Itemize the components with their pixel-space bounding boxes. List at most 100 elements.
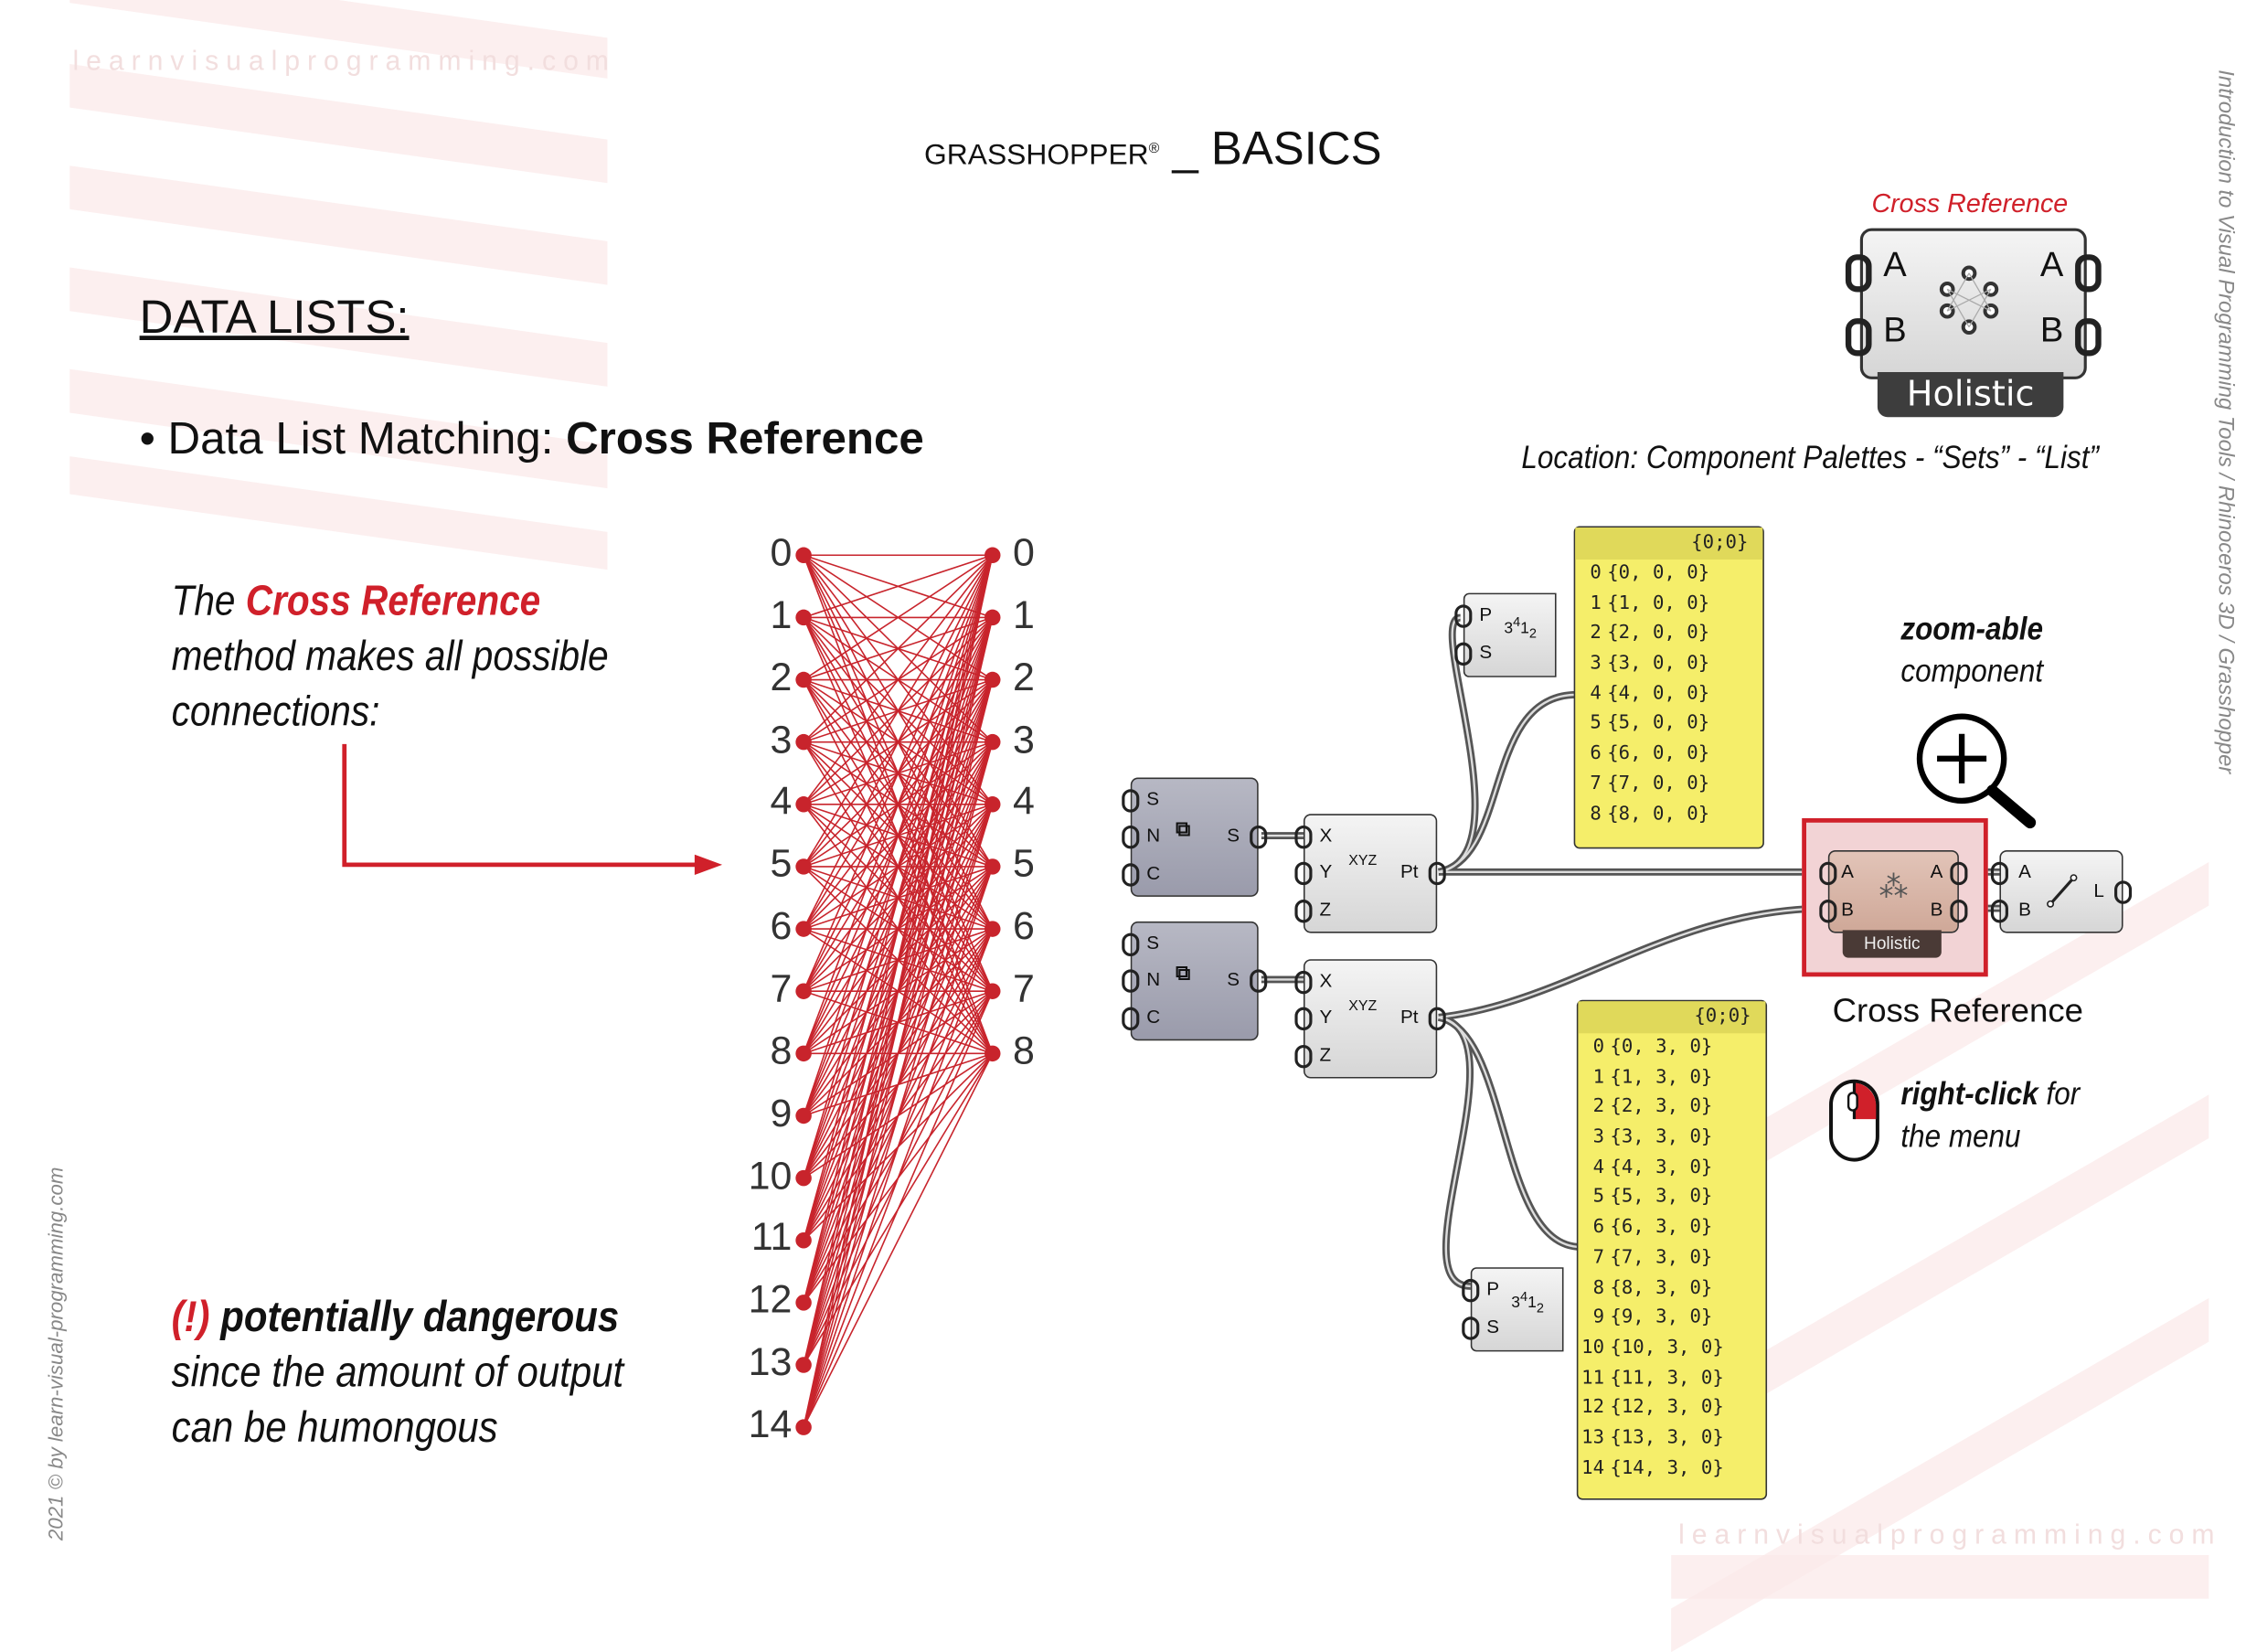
param-label: C: [1146, 1006, 1161, 1028]
panel-row: 6{6, 3, 0}: [1592, 1216, 1713, 1239]
connection-line: [803, 617, 994, 1428]
list-a-index: 8: [770, 1029, 793, 1072]
panel-row: 5{5, 3, 0}: [1592, 1186, 1713, 1209]
list-a-index: 3: [770, 717, 793, 762]
panel-row: 12{12, 3, 0}: [1581, 1397, 1724, 1419]
param-label: L: [2093, 879, 2104, 901]
panel-row: 9{9, 3, 0}: [1592, 1306, 1713, 1329]
list-a-index: 6: [770, 904, 793, 948]
panel-row: 3{3, 0, 0}: [1590, 652, 1710, 675]
input-grip[interactable]: [1990, 861, 2008, 886]
warning-note: (!) potentially dangerous since the amou…: [171, 1293, 624, 1453]
cross-reference-icon: [1939, 265, 1999, 336]
connection-line: [803, 554, 994, 619]
input-grip[interactable]: [1122, 1007, 1140, 1031]
output-grip[interactable]: [1950, 861, 1968, 886]
panel-path: {0;0}: [1575, 528, 1763, 560]
param-label: B: [2018, 898, 2031, 921]
input-grip-a[interactable]: [1845, 254, 1872, 293]
input-grip[interactable]: [1294, 825, 1313, 849]
input-grip[interactable]: [1122, 789, 1140, 813]
node-a: [795, 547, 812, 564]
input-grip[interactable]: [1462, 1278, 1480, 1303]
input-grip[interactable]: [1454, 604, 1473, 628]
output-grip[interactable]: [1428, 861, 1446, 886]
param-label: N: [1146, 967, 1161, 990]
input-grip[interactable]: [1294, 1044, 1313, 1069]
xyz-icon: XYZ: [1348, 998, 1378, 1015]
input-grip[interactable]: [1122, 825, 1140, 849]
output-grip-a[interactable]: [2075, 254, 2102, 293]
output-grip[interactable]: [1950, 900, 1968, 923]
output-grip[interactable]: [1250, 825, 1268, 849]
input-grip[interactable]: [1294, 900, 1313, 923]
input-grip[interactable]: [1122, 969, 1140, 993]
panel-row: 5{5, 0, 0}: [1590, 712, 1710, 735]
output-grip[interactable]: [2114, 880, 2133, 904]
node-a: [795, 796, 812, 813]
param-label: S: [1227, 967, 1240, 990]
connection-line: [803, 679, 994, 1428]
zoom-in-icon[interactable]: [1910, 709, 2041, 833]
list-a-index: 12: [748, 1277, 793, 1322]
panel-row: 6{6, 0, 0}: [1590, 742, 1710, 765]
panel-row: 7{7, 3, 0}: [1592, 1246, 1713, 1269]
cross-reference-icon: ⁂: [1879, 871, 1909, 904]
connection-line: [803, 554, 994, 868]
input-grip[interactable]: [1294, 970, 1313, 995]
node-a: [795, 1295, 812, 1311]
mode-label: Holistic: [1877, 371, 2064, 418]
list-a-index: 1: [770, 592, 793, 637]
cross-reference-component[interactable]: A B A B: [1845, 228, 2102, 379]
panel-row: 8{8, 3, 0}: [1592, 1276, 1713, 1299]
input-b: B: [1883, 311, 1907, 351]
input-grip[interactable]: [1819, 900, 1837, 923]
panel-row: 0{0, 0, 0}: [1590, 562, 1710, 585]
output-b: B: [2039, 311, 2064, 351]
input-grip[interactable]: [1122, 863, 1140, 887]
list-a-index: 4: [770, 779, 793, 824]
input-grip-b[interactable]: [1845, 318, 1872, 357]
arrow: [342, 743, 723, 875]
list-a-index: 0: [770, 530, 793, 574]
param-label: Y: [1319, 1006, 1333, 1028]
input-grip[interactable]: [1462, 1316, 1480, 1340]
param-label: C: [1146, 861, 1161, 884]
list-a-index: 10: [748, 1153, 793, 1198]
input-grip[interactable]: [1990, 900, 2008, 923]
list-a-index: 7: [770, 966, 793, 1010]
list-a-index: 11: [750, 1215, 793, 1260]
output-a: A: [2039, 245, 2064, 285]
list-a-index: 13: [748, 1339, 793, 1384]
line-icon: [2047, 874, 2078, 908]
input-grip[interactable]: [1454, 642, 1473, 666]
component-title: Cross Reference: [1871, 188, 2069, 218]
input-grip[interactable]: [1294, 861, 1313, 886]
input-grip[interactable]: [1122, 933, 1140, 957]
param-label: S: [1227, 824, 1240, 847]
output-grip[interactable]: [1428, 1007, 1446, 1031]
panel-row: 4{4, 3, 0}: [1592, 1156, 1713, 1178]
input-grip[interactable]: [1819, 861, 1837, 886]
param-label: A: [1930, 860, 1943, 882]
output-grip[interactable]: [1250, 969, 1268, 993]
output-grip-b[interactable]: [2075, 318, 2102, 357]
list-b-index: 0: [1013, 530, 1035, 574]
panel-row: 14{14, 3, 0}: [1581, 1456, 1724, 1479]
panel-bottom[interactable]: {0;0} 0{0, 3, 0}1{1, 3, 0}2{2, 3, 0}3{3,…: [1576, 999, 1768, 1500]
input-grip[interactable]: [1294, 1007, 1313, 1031]
bullet-point: • Data List Matching: Cross Reference: [139, 412, 924, 464]
node-a: [795, 609, 812, 626]
panel-top[interactable]: {0;0} 0{0, 0, 0}1{1, 0, 0}2{2, 0, 0}3{3,…: [1573, 526, 1764, 849]
list-b-index: 2: [1013, 655, 1035, 699]
section-title: DATA LISTS:: [139, 290, 410, 344]
node-b: [984, 1045, 1001, 1062]
